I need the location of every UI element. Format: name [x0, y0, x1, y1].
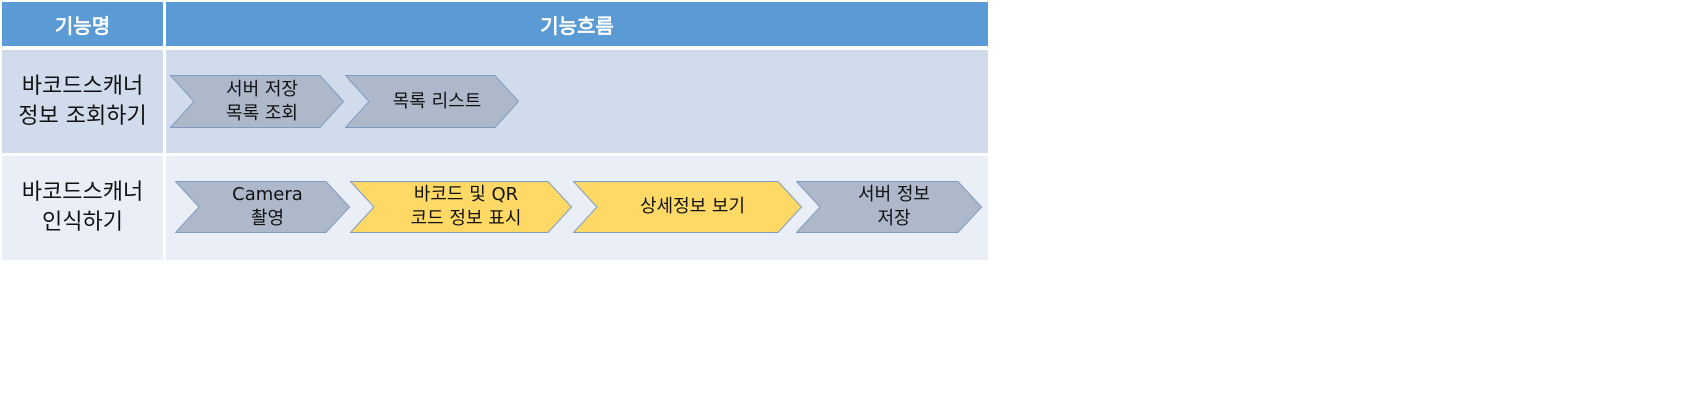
- chevron-polygon: [175, 181, 350, 233]
- chevron-polygon: [350, 181, 572, 233]
- chevron-shape: [345, 75, 519, 128]
- flow-step-chevron: 서버 저장 목록 조회: [170, 75, 344, 128]
- flow-step-chevron: 목록 리스트: [345, 75, 519, 128]
- flow-step-chevron: Camera 촬영: [175, 181, 350, 233]
- flow-step-label: 목록 리스트: [392, 90, 482, 112]
- chevron-polygon: [345, 75, 519, 128]
- chevron-shape: [170, 75, 344, 128]
- header-label: 기능명: [54, 13, 111, 38]
- flow-step-label: Camera 촬영: [232, 184, 303, 229]
- flow-step-label: 서버 저장 목록 조회: [226, 78, 298, 124]
- chevron-shape: [350, 181, 572, 233]
- header-function-name: 기능명: [2, 2, 163, 46]
- header-function-flow: 기능흐름: [166, 2, 988, 46]
- chevron-shape: [573, 181, 802, 233]
- function-name: 바코드스캐너 인식하기: [21, 180, 144, 235]
- header-label: 기능흐름: [540, 13, 614, 38]
- chevron-polygon: [170, 75, 344, 128]
- chevron-polygon: [573, 181, 802, 233]
- flow-step-chevron: 서버 정보 저장: [796, 181, 982, 233]
- flow-step-chevron: 상세정보 보기: [573, 181, 802, 233]
- flow-step-label: 상세정보 보기: [639, 196, 746, 217]
- flow-step-chevron: 바코드 및 QR 코드 정보 표시: [350, 181, 572, 233]
- chevron-shape: [796, 181, 982, 233]
- row-name-cell: 바코드스캐너 인식하기: [2, 156, 163, 260]
- chevron-shape: [175, 181, 350, 233]
- flow-step-label: 바코드 및 QR 코드 정보 표시: [410, 184, 522, 229]
- flow-step-label: 서버 정보 저장: [858, 184, 930, 229]
- chevron-polygon: [796, 181, 982, 233]
- row-name-cell: 바코드스캐너 정보 조회하기: [2, 50, 163, 153]
- function-name: 바코드스캐너 정보 조회하기: [18, 73, 147, 129]
